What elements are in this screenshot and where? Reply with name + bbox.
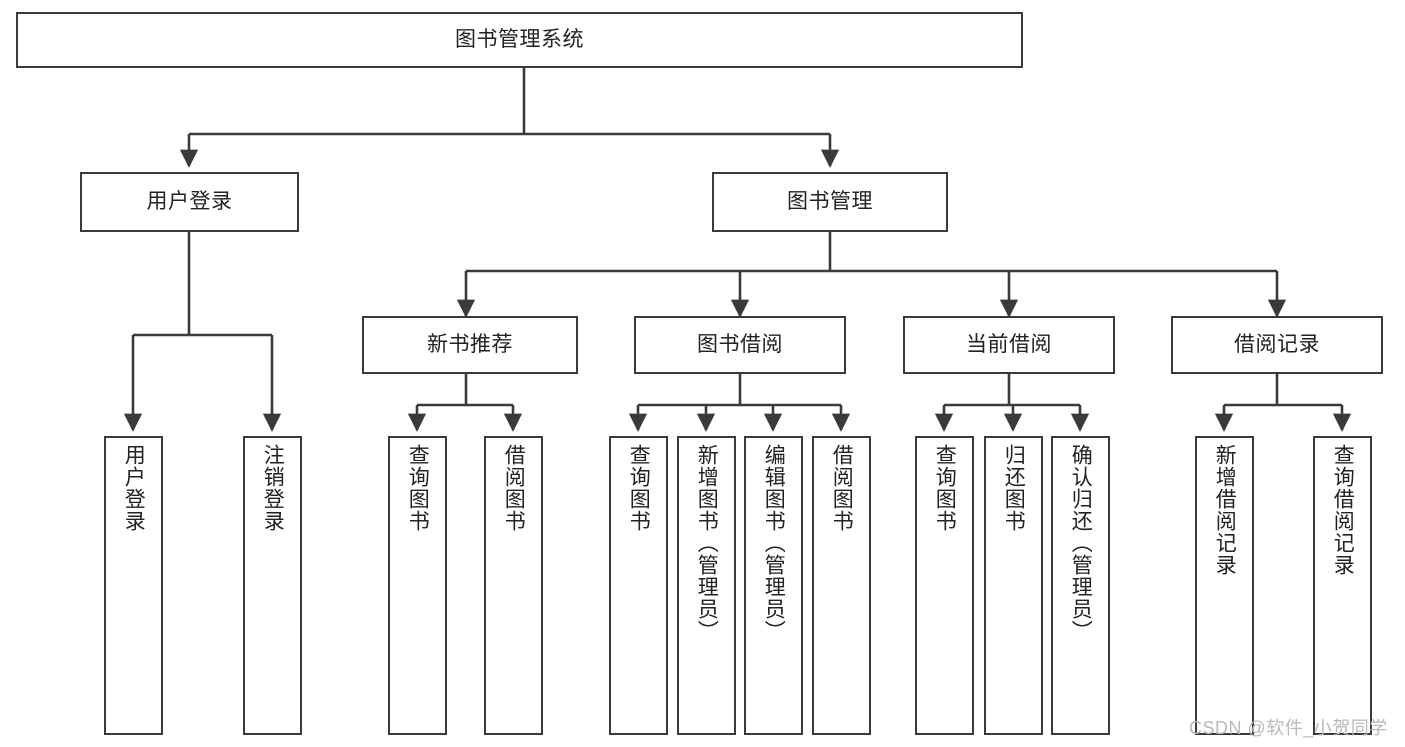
node-leaf-return-book[interactable]: 归还图书 [984, 436, 1043, 735]
node-label: 新增图书（管理员） [695, 444, 719, 642]
node-label: 确认归还（管理员） [1069, 444, 1093, 642]
node-label: 借阅记录 [1234, 333, 1320, 357]
node-label: 查询图书 [406, 444, 430, 532]
node-leaf-borrow-book-2[interactable]: 借阅图书 [812, 436, 871, 735]
node-leaf-add-book[interactable]: 新增图书（管理员） [677, 436, 736, 735]
node-label: 查询图书 [627, 444, 651, 532]
node-new-book-recommend[interactable]: 新书推荐 [362, 316, 578, 374]
node-leaf-borrow-book-1[interactable]: 借阅图书 [484, 436, 543, 735]
node-label: 借阅图书 [502, 444, 526, 532]
node-leaf-add-borrow-record[interactable]: 新增借阅记录 [1195, 436, 1254, 735]
node-leaf-query-book-3[interactable]: 查询图书 [915, 436, 974, 735]
node-current-borrow[interactable]: 当前借阅 [903, 316, 1115, 374]
node-leaf-logout-login[interactable]: 注销登录 [243, 436, 302, 735]
node-borrow-record[interactable]: 借阅记录 [1171, 316, 1383, 374]
node-label: 查询借阅记录 [1331, 444, 1355, 576]
node-label: 用户登录 [146, 190, 233, 214]
node-book-borrow[interactable]: 图书借阅 [634, 316, 846, 374]
node-label: 新增借阅记录 [1213, 444, 1237, 576]
node-label: 新书推荐 [427, 333, 513, 357]
node-leaf-query-book-1[interactable]: 查询图书 [388, 436, 447, 735]
node-user-login[interactable]: 用户登录 [80, 172, 299, 232]
node-label: 注销登录 [261, 444, 285, 532]
node-label: 图书借阅 [697, 333, 783, 357]
node-label: 编辑图书（管理员） [762, 444, 786, 642]
node-label: 图书管理 [787, 190, 873, 214]
node-leaf-edit-book[interactable]: 编辑图书（管理员） [744, 436, 803, 735]
node-leaf-query-borrow-record[interactable]: 查询借阅记录 [1313, 436, 1372, 735]
node-label: 当前借阅 [966, 333, 1052, 357]
node-leaf-query-book-2[interactable]: 查询图书 [609, 436, 668, 735]
node-label: 查询图书 [933, 444, 957, 532]
node-label: 归还图书 [1002, 444, 1026, 532]
node-root-system[interactable]: 图书管理系统 [16, 12, 1023, 68]
node-label: 用户登录 [122, 444, 146, 532]
node-leaf-user-login[interactable]: 用户登录 [104, 436, 163, 735]
node-label: 图书管理系统 [455, 28, 584, 52]
node-book-management[interactable]: 图书管理 [712, 172, 948, 232]
node-leaf-confirm-return[interactable]: 确认归还（管理员） [1051, 436, 1110, 735]
node-label: 借阅图书 [830, 444, 854, 532]
